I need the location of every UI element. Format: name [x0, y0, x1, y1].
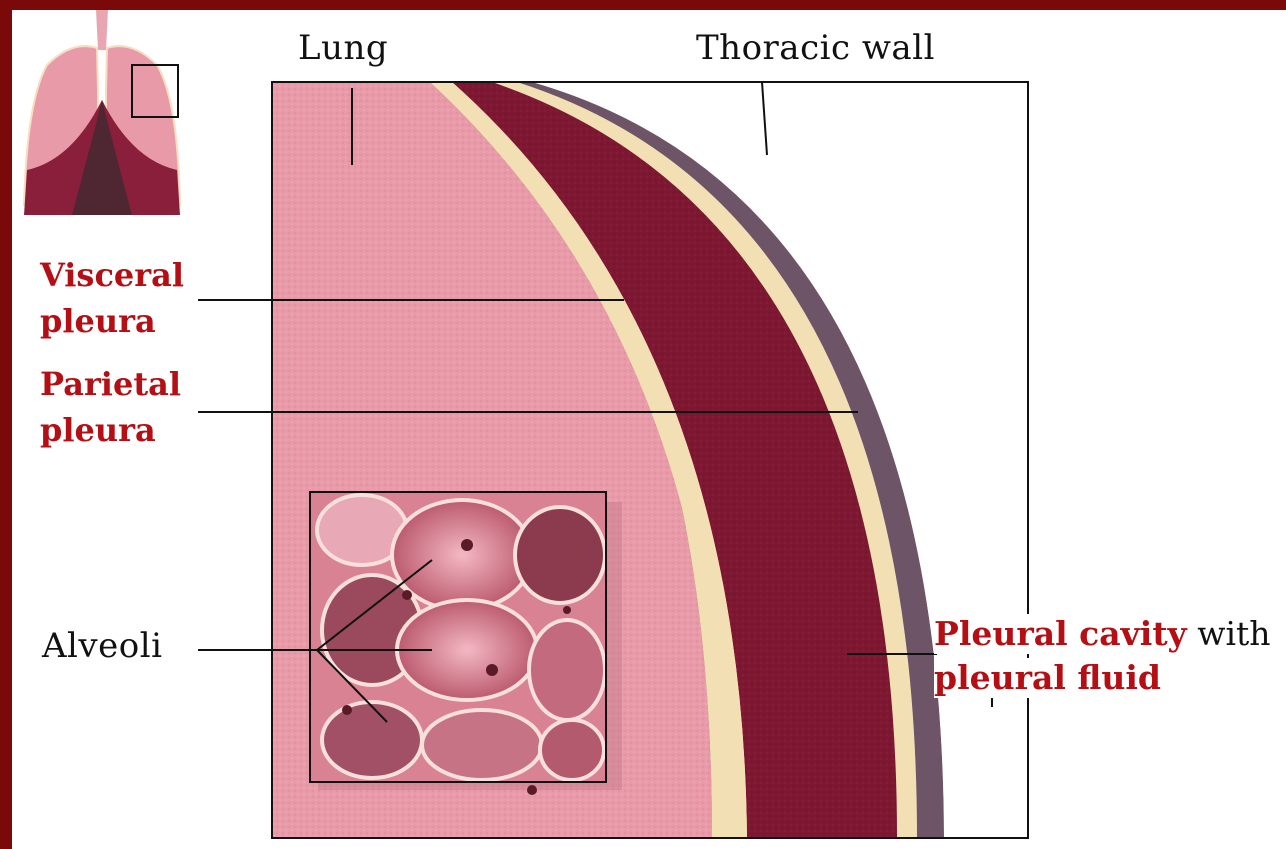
- pleural-fluid-label: pleural fluid: [934, 658, 1167, 698]
- visceral-pleura-label-line1: Visceral: [40, 256, 184, 294]
- with-text: with: [1187, 614, 1271, 653]
- pleural-cavity-label: Pleural cavity with: [934, 614, 1277, 654]
- pleural-fluid-text: pleural fluid: [934, 658, 1161, 697]
- alveoli-label: Alveoli: [42, 626, 162, 667]
- pleura-diagram: [12, 10, 1286, 849]
- parietal-pleura-label-line1: Parietal: [40, 365, 181, 403]
- lung-label: Lung: [298, 28, 388, 69]
- alveoli-inset: [310, 492, 622, 795]
- thoracic-wall-label: Thoracic wall: [696, 28, 935, 69]
- parietal-pleura-label-line2: pleura: [40, 411, 156, 449]
- visceral-pleura-label-line2: pleura: [40, 302, 156, 340]
- diagram-canvas: Lung Thoracic wall Visceral pleura Parie…: [12, 10, 1286, 849]
- pleural-cavity-text: Pleural cavity: [934, 614, 1187, 653]
- lung-thumbnail: [24, 10, 180, 215]
